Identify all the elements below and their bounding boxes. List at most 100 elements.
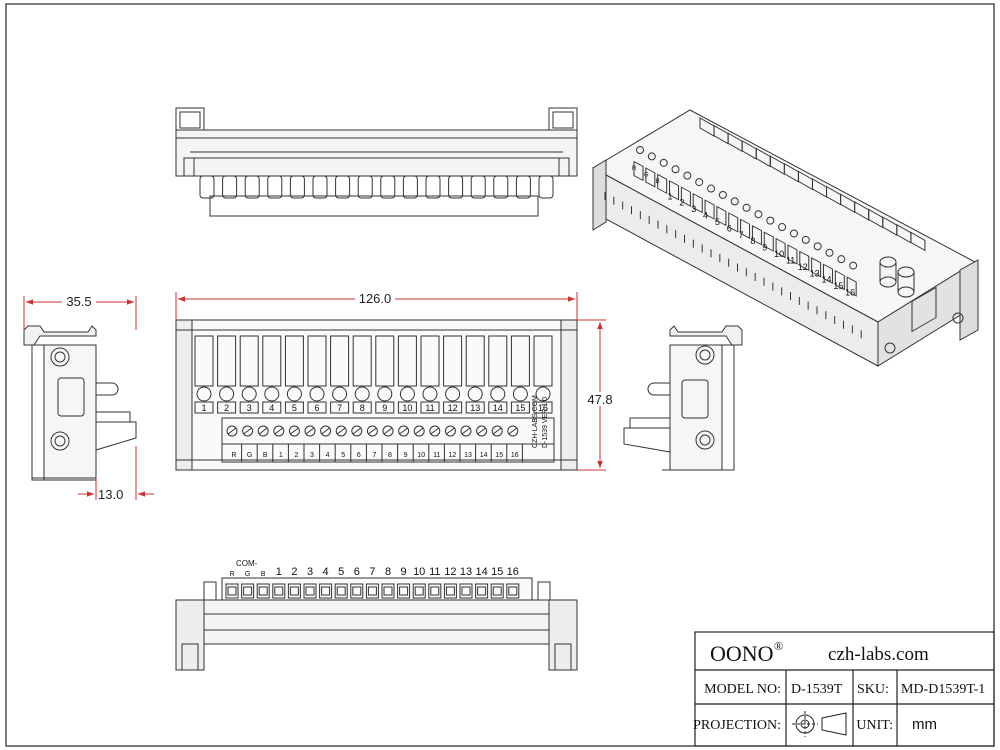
screw-terminal <box>491 425 503 437</box>
iso-channel-label: 2 <box>679 198 684 208</box>
front-channel-label: 15 <box>515 403 525 413</box>
led-indicator <box>377 386 393 402</box>
bottom-terminal-label: 15 <box>491 566 503 578</box>
front-terminal-label: 8 <box>388 452 392 459</box>
wire-entry <box>350 583 364 599</box>
led-window <box>510 335 530 387</box>
top-pin <box>470 175 486 199</box>
iso-screw <box>647 152 656 161</box>
wire-entry <box>303 583 317 599</box>
led-indicator <box>196 386 212 402</box>
board-text-1: CZH-LABS.COM <box>532 395 539 448</box>
led-window <box>217 335 237 387</box>
bottom-terminal-label: 1 <box>276 566 282 578</box>
top-pin <box>402 175 418 199</box>
top-pin <box>222 175 238 199</box>
channel-box <box>194 401 214 414</box>
side-view-right <box>623 325 743 471</box>
top-view <box>175 107 578 217</box>
iso-channel-label: 15 <box>833 281 843 291</box>
front-channel-label: 1 <box>201 403 206 413</box>
screw-terminal <box>273 425 285 437</box>
iso-screw <box>707 184 716 193</box>
iso-screw <box>683 171 692 180</box>
led-indicator <box>264 386 280 402</box>
led-window <box>465 335 485 387</box>
channel-box <box>510 401 530 414</box>
channel-box <box>217 401 237 414</box>
led-indicator <box>445 386 461 402</box>
iso-led-window <box>910 231 926 252</box>
top-pin <box>538 175 554 199</box>
wire-entry <box>475 583 489 599</box>
com-group-label: COM- <box>236 559 258 568</box>
screw-terminal <box>444 425 456 437</box>
dim-side-width: 35.5 <box>66 294 91 309</box>
led-window <box>533 335 553 387</box>
sheet-border <box>5 3 995 747</box>
led-indicator <box>467 386 483 402</box>
wire-entry <box>490 583 504 599</box>
front-terminal-label: 4 <box>326 452 330 459</box>
screw-terminal <box>288 425 300 437</box>
front-channel-label: 6 <box>314 403 319 413</box>
wire-entry <box>241 583 255 599</box>
bottom-terminal-label: 9 <box>401 566 407 578</box>
led-indicator <box>512 386 528 402</box>
led-indicator <box>490 386 506 402</box>
bottom-terminal-label: 16 <box>507 566 519 578</box>
dimension-labels: 35.5 13.0 126.0 47.8 <box>62 291 614 502</box>
screw-terminal <box>242 425 254 437</box>
dim-front-height: 47.8 <box>587 392 612 407</box>
bottom-terminal-label: 2 <box>291 566 297 578</box>
title-block <box>694 631 995 747</box>
screw-terminal <box>460 425 472 437</box>
screw-terminal <box>398 425 410 437</box>
iso-com-label: B <box>656 179 660 185</box>
wire-entry <box>225 583 239 599</box>
channel-box <box>284 401 304 414</box>
led-window <box>420 335 440 387</box>
front-terminal-label: 2 <box>294 452 298 459</box>
front-terminal-label: 15 <box>495 452 503 459</box>
unit-label: UNIT: <box>856 718 893 733</box>
top-pin <box>448 175 464 199</box>
iso-channel-label: 5 <box>715 217 720 227</box>
bottom-terminal-label: 14 <box>475 566 487 578</box>
led-indicator <box>219 386 235 402</box>
front-terminal-label: 7 <box>372 452 376 459</box>
wire-entry <box>412 583 426 599</box>
channel-box <box>488 401 508 414</box>
led-window <box>488 335 508 387</box>
front-channel-label: 14 <box>493 403 503 413</box>
front-terminal-label: R <box>231 452 236 459</box>
iso-screw <box>718 190 727 199</box>
iso-screw <box>754 210 763 219</box>
iso-channel-label: 16 <box>845 288 855 298</box>
top-pin <box>425 175 441 199</box>
wire-entry <box>443 583 457 599</box>
bottom-terminal-label: 6 <box>354 566 360 578</box>
channel-box <box>465 401 485 414</box>
led-indicator <box>399 386 415 402</box>
side-view-left <box>23 325 137 481</box>
wire-entry <box>397 583 411 599</box>
front-terminal-label: 13 <box>464 452 472 459</box>
iso-screw <box>789 229 798 238</box>
screw-terminal <box>351 425 363 437</box>
led-indicator <box>309 386 325 402</box>
iso-screw <box>659 158 668 167</box>
front-terminal-label: 6 <box>357 452 361 459</box>
led-window <box>397 335 417 387</box>
led-window <box>330 335 350 387</box>
wire-entry <box>287 583 301 599</box>
front-channel-label: 4 <box>269 403 274 413</box>
bottom-terminal-label: 12 <box>444 566 456 578</box>
front-channel-label: 13 <box>470 403 480 413</box>
iso-screw <box>636 146 644 154</box>
iso-channel-label: 6 <box>727 223 732 233</box>
bottom-terminal-label: 3 <box>307 566 313 578</box>
bottom-view <box>175 577 578 671</box>
